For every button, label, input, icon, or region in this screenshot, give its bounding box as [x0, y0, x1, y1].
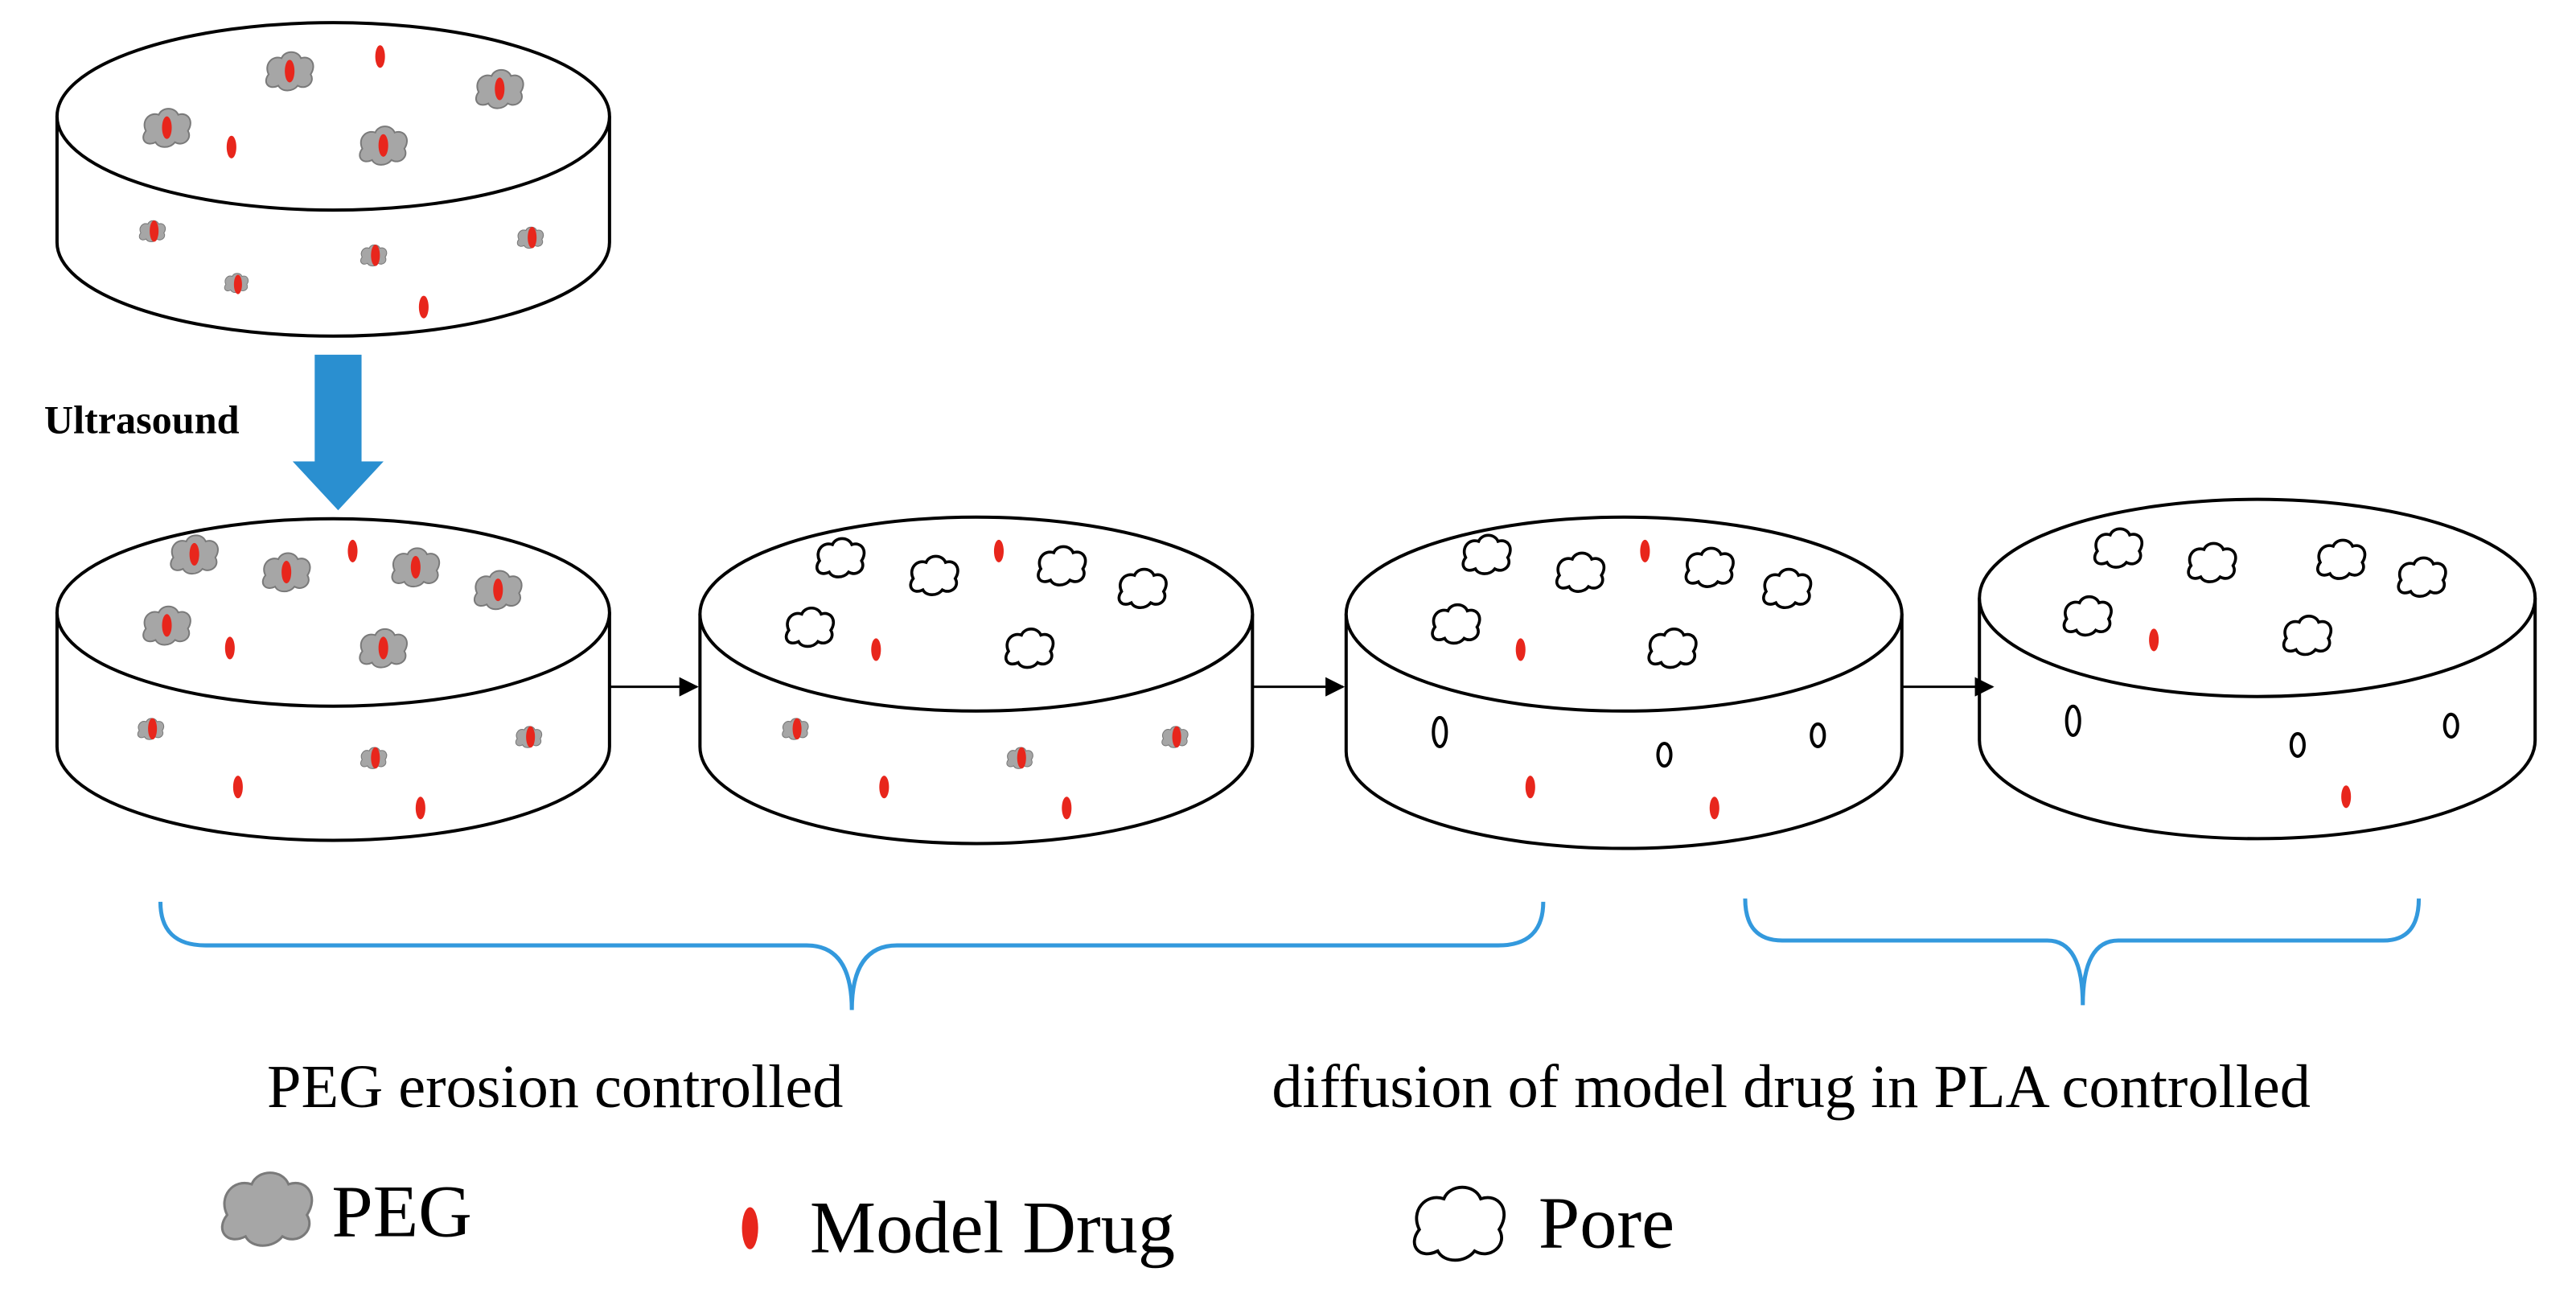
peg-particle — [142, 108, 191, 148]
drug-ellipse-icon — [742, 1207, 758, 1249]
surface-peg-particle — [782, 718, 809, 740]
drug-particle — [2149, 628, 2159, 652]
drug-particle — [375, 45, 385, 68]
drug-particle — [871, 638, 881, 661]
legend-label-drug: Model Drug — [810, 1187, 1175, 1269]
phase-label-diffusion: diffusion of model drug in PLA controlle… — [1272, 1052, 2311, 1121]
drug-particle — [224, 636, 235, 660]
pore — [1647, 628, 1698, 669]
pore — [2315, 538, 2367, 580]
brace-diffusion — [1743, 898, 2422, 1006]
drug-particle — [1062, 797, 1072, 820]
surface-peg-particle — [516, 226, 544, 249]
drug-particle — [1525, 776, 1535, 799]
legend-label-pore: Pore — [1539, 1182, 1674, 1264]
peg-particle — [473, 570, 523, 611]
pore — [2397, 556, 2447, 598]
legend-label-peg: PEG — [331, 1171, 472, 1253]
pore — [1004, 628, 1055, 669]
pore — [2062, 595, 2113, 637]
disc-stage-4 — [1978, 497, 2537, 841]
drug-particle — [2341, 785, 2352, 809]
pore-cloud-icon — [1412, 1185, 1506, 1262]
peg-particle — [391, 547, 441, 588]
pore — [784, 606, 836, 648]
drug-particle — [232, 776, 243, 799]
drug-particle — [347, 539, 358, 563]
pore — [2282, 614, 2333, 657]
disc-stage-3 — [1344, 515, 1904, 850]
surface-pore — [1656, 741, 1673, 768]
surface-peg-particle — [1161, 726, 1189, 748]
pore — [1684, 546, 1735, 588]
phase-label-peg-erosion: PEG erosion controlled — [267, 1052, 843, 1121]
pore — [1117, 567, 1168, 610]
pore — [1762, 567, 1813, 610]
legend: PEG Model Drug Pore — [220, 1171, 1674, 1269]
drug-particle — [879, 776, 889, 799]
surface-peg-particle — [359, 747, 388, 769]
disc-initial — [55, 21, 611, 338]
pore — [2187, 541, 2237, 583]
drug-particle — [418, 295, 429, 319]
surface-pore — [2064, 704, 2081, 737]
peg-particle — [170, 534, 220, 575]
surface-peg-particle — [137, 718, 165, 740]
surface-peg-particle — [515, 726, 543, 748]
surface-pore — [2442, 712, 2459, 739]
ultrasound-arrow — [292, 354, 384, 511]
surface-peg-particle — [138, 220, 166, 243]
pore — [815, 537, 866, 578]
drug-particle — [1709, 797, 1719, 820]
drug-particle — [415, 797, 425, 820]
peg-particle — [359, 126, 409, 166]
surface-peg-particle — [1006, 747, 1033, 769]
disc-stage-1 — [55, 517, 611, 842]
pore — [2093, 527, 2144, 569]
drug-particle — [993, 539, 1004, 563]
pore — [1461, 533, 1512, 575]
ultrasound-label: Ultrasound — [44, 397, 240, 442]
brace-peg-erosion — [158, 901, 1546, 1011]
peg-particle — [142, 605, 191, 646]
surface-pore — [2289, 731, 2306, 759]
surface-peg-particle — [224, 273, 249, 294]
peg-particle — [475, 68, 524, 109]
peg-particle — [261, 552, 311, 593]
drug-particle — [1515, 638, 1526, 661]
disc-stage-2 — [698, 515, 1255, 846]
drug-particle — [226, 135, 236, 158]
drug-particle — [1640, 539, 1650, 563]
pore — [1431, 603, 1481, 645]
peg-particle — [359, 628, 409, 669]
surface-pore — [1810, 722, 1826, 749]
peg-cloud-icon — [220, 1171, 314, 1248]
peg-particle — [265, 51, 314, 92]
pore — [1037, 545, 1087, 587]
pore — [1555, 551, 1606, 593]
surface-pore — [1432, 715, 1448, 749]
surface-peg-particle — [359, 244, 388, 267]
pore — [909, 554, 959, 596]
